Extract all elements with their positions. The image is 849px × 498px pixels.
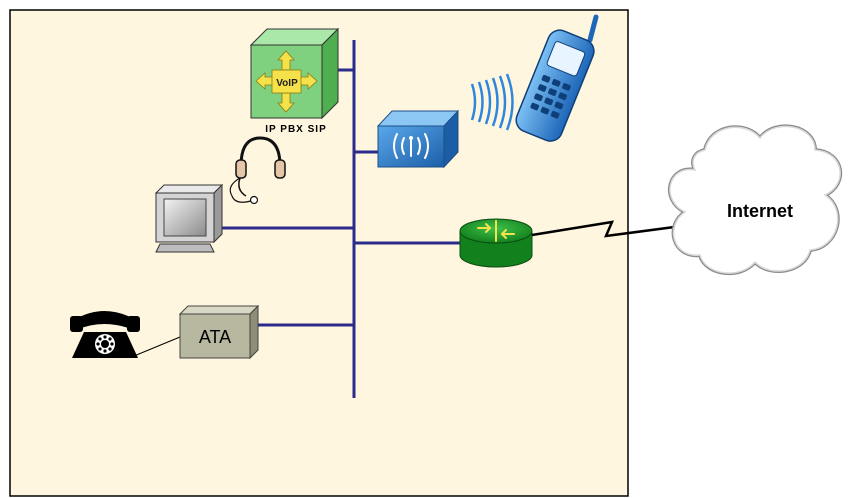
pbx-label: IP PBX SIP bbox=[265, 124, 327, 135]
mobile-phone-icon bbox=[515, 14, 599, 142]
wan-serial-link bbox=[531, 220, 683, 238]
workstation-computer-icon bbox=[154, 183, 224, 253]
phone-to-ata-cable bbox=[133, 336, 181, 357]
wireless-waves-icon bbox=[470, 73, 514, 131]
ip-pbx-icon: VoIP bbox=[249, 27, 340, 120]
headset-icon bbox=[229, 136, 286, 205]
wireless-access-point-icon bbox=[376, 109, 460, 169]
voip-badge: VoIP bbox=[276, 78, 298, 89]
internet-label: Internet bbox=[727, 201, 793, 221]
ata-adapter-icon bbox=[178, 304, 260, 360]
analog-telephone-icon bbox=[70, 311, 140, 358]
internet-cloud-icon bbox=[667, 124, 843, 276]
ata-label: ATA bbox=[199, 327, 231, 347]
router-icon bbox=[459, 218, 533, 268]
